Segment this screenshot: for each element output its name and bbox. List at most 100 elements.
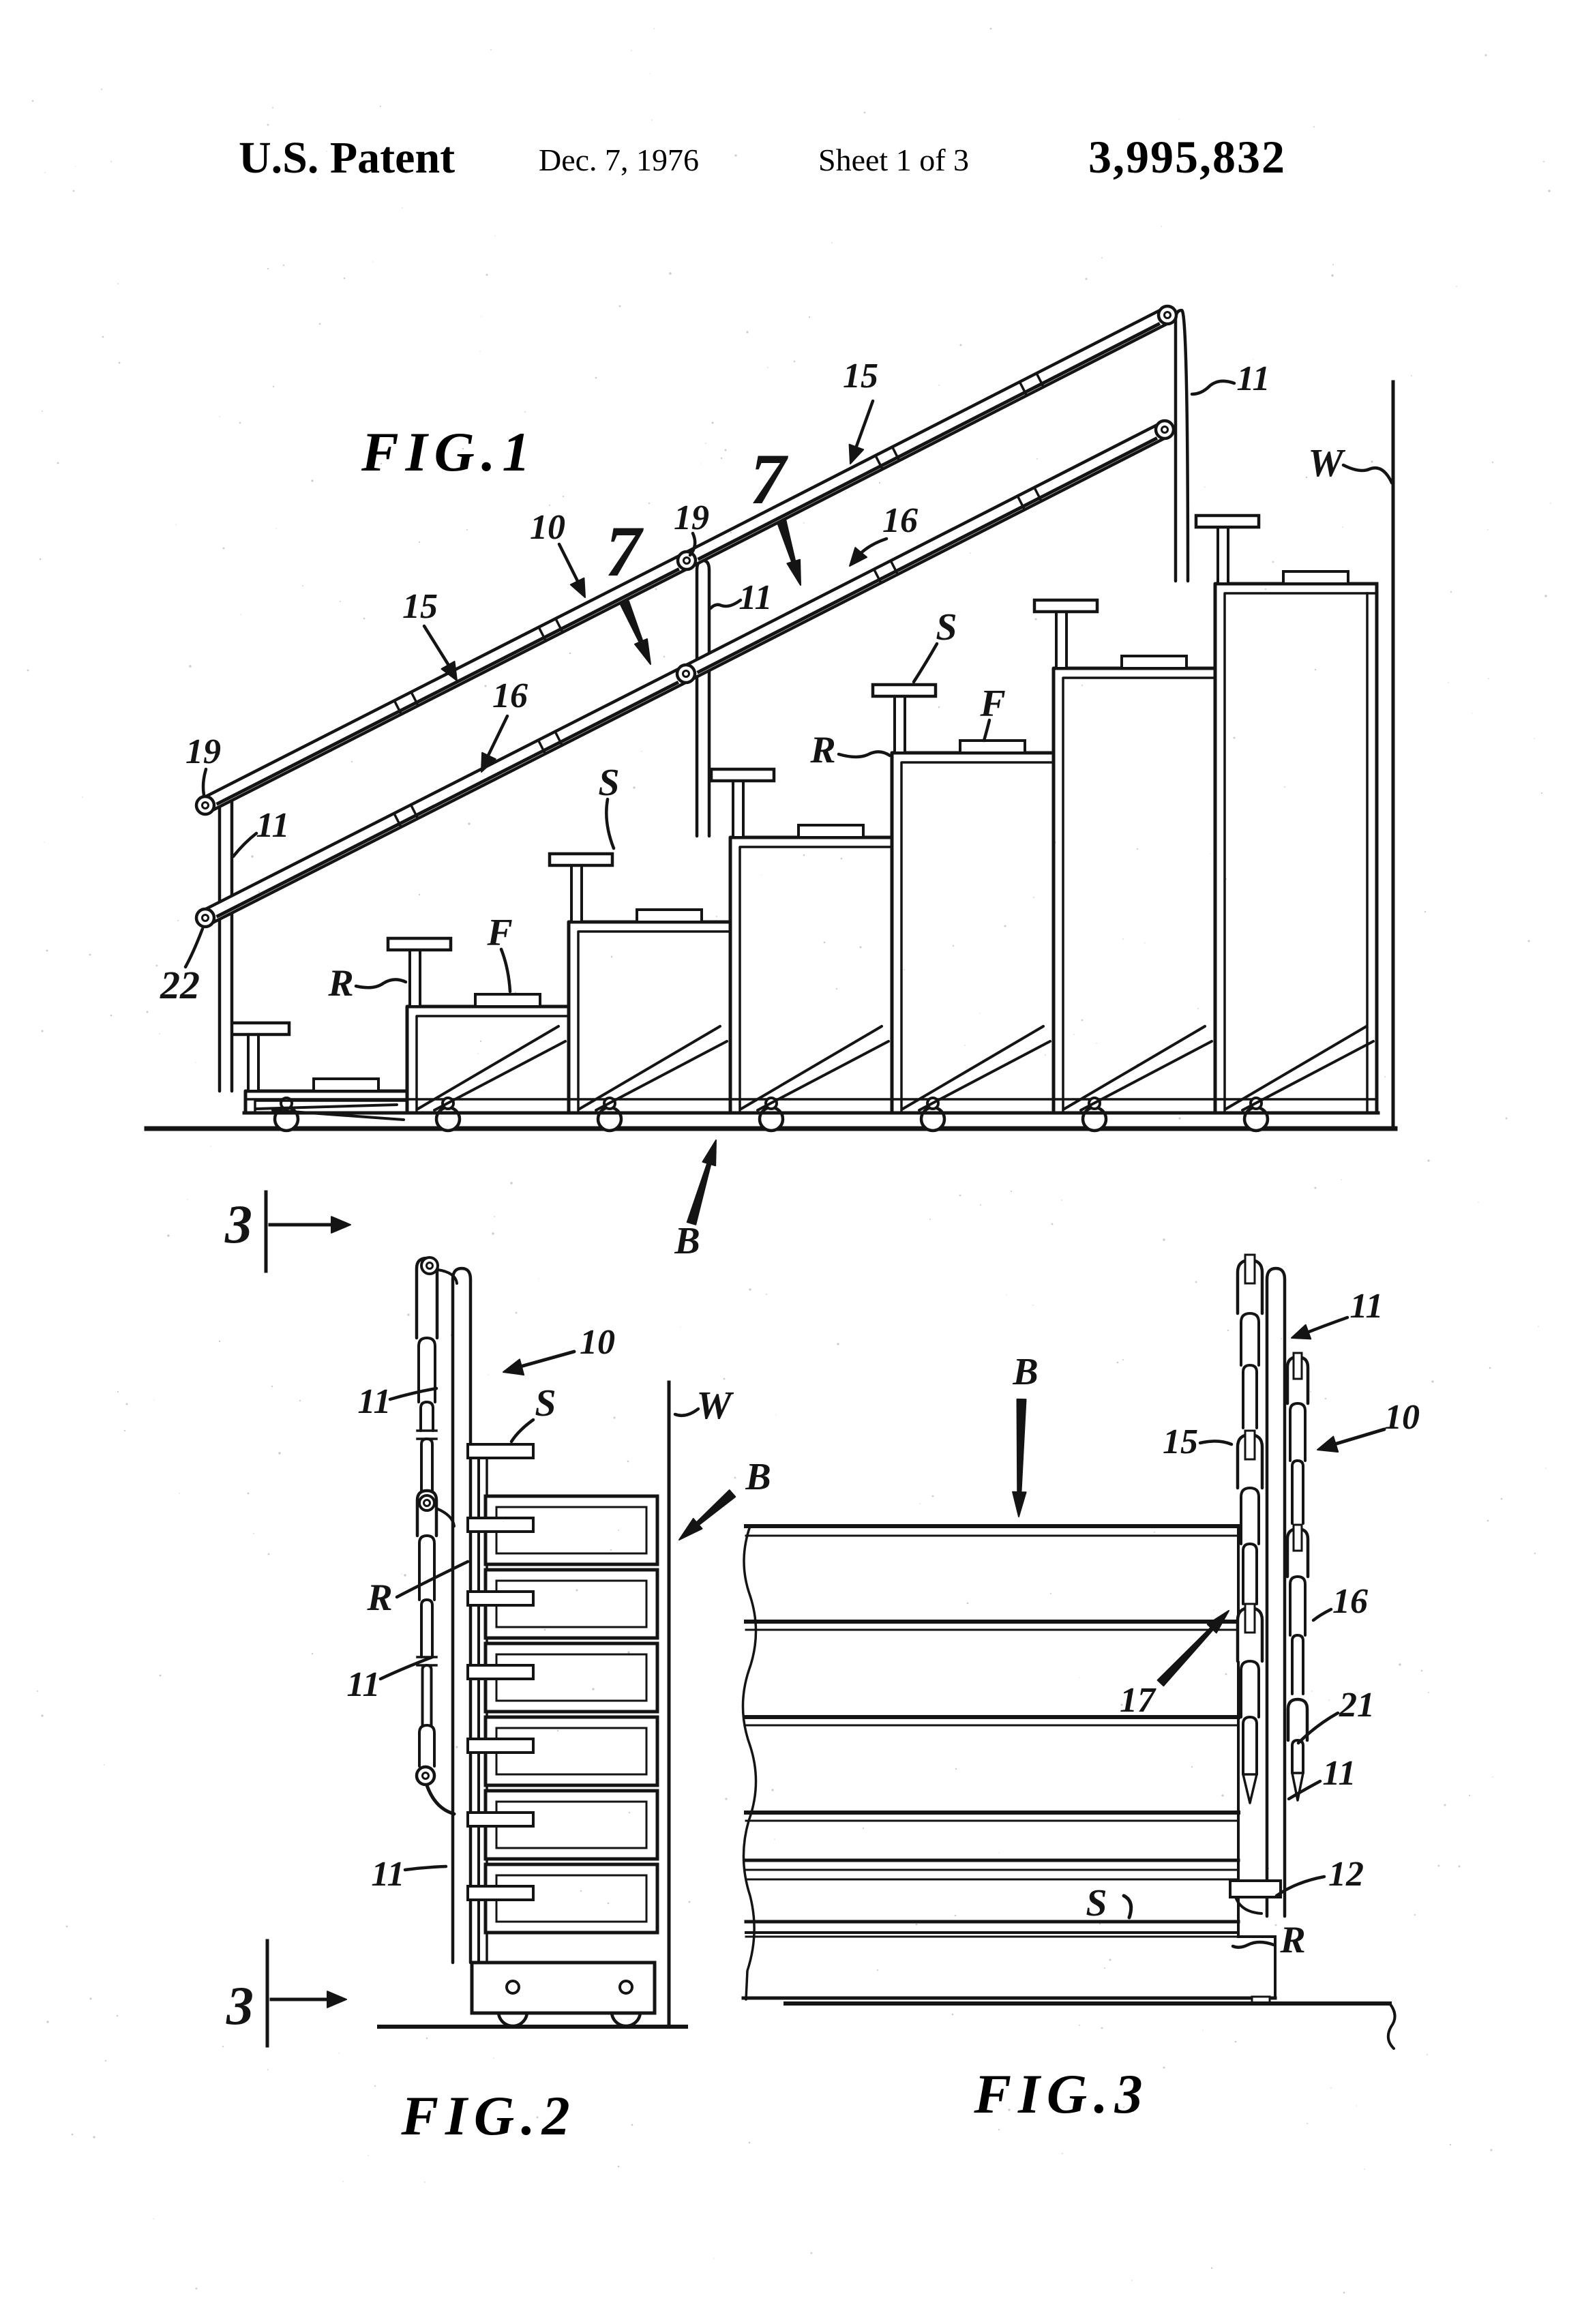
scan-speck	[311, 1652, 314, 1655]
seat-board	[466, 1738, 535, 1754]
scan-speck	[803, 854, 805, 856]
scan-speck	[938, 385, 940, 386]
scan-speck	[101, 89, 102, 90]
scan-speck	[189, 665, 192, 668]
ref-label-W: W	[1308, 441, 1345, 485]
rail-tube-core	[199, 668, 692, 924]
scan-speck	[258, 891, 260, 893]
scan-speck	[1428, 1692, 1429, 1693]
leader-S-tick	[1122, 1894, 1133, 1920]
pivot-hole	[1161, 426, 1169, 434]
scan-speck	[153, 1399, 155, 1401]
scan-speck	[1045, 1054, 1046, 1056]
scan-speck	[247, 1492, 250, 1495]
arrow-15	[853, 399, 875, 452]
telescope-collar	[872, 567, 883, 584]
scan-speck	[1540, 792, 1543, 794]
seat-board	[548, 852, 614, 867]
scan-speck	[363, 617, 365, 620]
leader-21	[1296, 1711, 1340, 1745]
seat-board	[466, 1811, 535, 1828]
scan-speck	[631, 50, 632, 51]
pivot	[194, 794, 216, 816]
leader-F	[499, 947, 512, 994]
tube-segment	[418, 1724, 436, 1768]
scan-speck	[1311, 1690, 1313, 1692]
scan-speck	[1343, 2291, 1345, 2294]
rail-post-middle	[695, 558, 711, 838]
arrowhead	[331, 1216, 351, 1234]
scan-speck	[1120, 1703, 1123, 1706]
telescope-collar	[393, 699, 403, 716]
scan-speck	[1054, 841, 1056, 844]
scan-speck	[613, 1416, 616, 1419]
scan-speck	[299, 1399, 301, 1402]
scan-speck	[1527, 940, 1530, 942]
ref-label-11: 11	[346, 1665, 380, 1704]
scan-speck	[618, 305, 621, 308]
wheel	[596, 1105, 623, 1133]
telescope-collar	[891, 445, 901, 462]
arrow-10	[1328, 1427, 1386, 1448]
rail-tube-core	[681, 309, 1174, 567]
scan-speck	[1505, 1117, 1508, 1120]
scan-speck	[711, 421, 714, 424]
scan-speck	[628, 1811, 631, 1814]
scan-speck	[41, 1714, 44, 1717]
foot-board	[797, 824, 865, 839]
telescope-collar	[392, 811, 403, 829]
arrow-10	[557, 542, 582, 587]
ref-label-11: 11	[256, 806, 289, 845]
scan-speck	[1284, 786, 1285, 788]
wheel	[434, 1105, 462, 1133]
scan-speck	[810, 2252, 813, 2254]
scan-speck	[748, 2141, 751, 2144]
scan-speck	[27, 669, 29, 672]
scan-speck	[1122, 1359, 1124, 1360]
scan-speck	[998, 2128, 1000, 2131]
arrow-16	[483, 714, 509, 763]
scan-speck	[1488, 678, 1489, 679]
scan-speck	[723, 1377, 726, 1380]
leader-R	[837, 750, 892, 759]
tube-pin	[1291, 1772, 1304, 1802]
scan-speck	[1238, 1731, 1240, 1734]
scan-speck	[71, 2133, 74, 2136]
scan-speck	[302, 585, 303, 586]
seat-post	[247, 1032, 260, 1092]
scan-speck	[808, 316, 811, 318]
scan-speck	[1253, 359, 1254, 360]
pivot-hook	[435, 1507, 456, 1528]
telescope-collar	[1032, 486, 1043, 503]
tube-slot	[1244, 1253, 1256, 1285]
pivot	[1154, 419, 1176, 441]
leader-W	[673, 1407, 700, 1417]
scan-speck	[1226, 580, 1229, 582]
scan-speck	[1004, 2076, 1006, 2079]
scan-speck	[774, 1838, 775, 1840]
drawing-circle	[420, 1256, 439, 1275]
scan-speck	[705, 443, 706, 444]
tube-segment	[421, 1664, 433, 1727]
seat-post	[1217, 525, 1229, 585]
scan-speck	[218, 1340, 221, 1343]
scan-speck	[1500, 1498, 1503, 1500]
scan-speck	[837, 1343, 839, 1345]
telescope-collar	[1018, 380, 1028, 398]
scan-speck	[267, 123, 269, 126]
scan-speck	[123, 1429, 126, 1432]
sheet-indicator: Sheet 1 of 3	[818, 143, 969, 177]
scan-speck	[655, 588, 657, 591]
scan-speck	[1081, 1019, 1084, 1022]
scan-speck	[1008, 2109, 1011, 2111]
scan-speck	[1144, 942, 1146, 944]
ref-label-21: 21	[1339, 1686, 1375, 1725]
leader-11	[378, 1655, 434, 1681]
scan-speck	[515, 1311, 518, 1314]
scan-speck	[575, 1789, 578, 1792]
scan-speck	[734, 154, 737, 157]
scan-speck	[730, 531, 732, 534]
scan-speck	[1122, 938, 1124, 940]
arrowhead	[481, 751, 496, 773]
